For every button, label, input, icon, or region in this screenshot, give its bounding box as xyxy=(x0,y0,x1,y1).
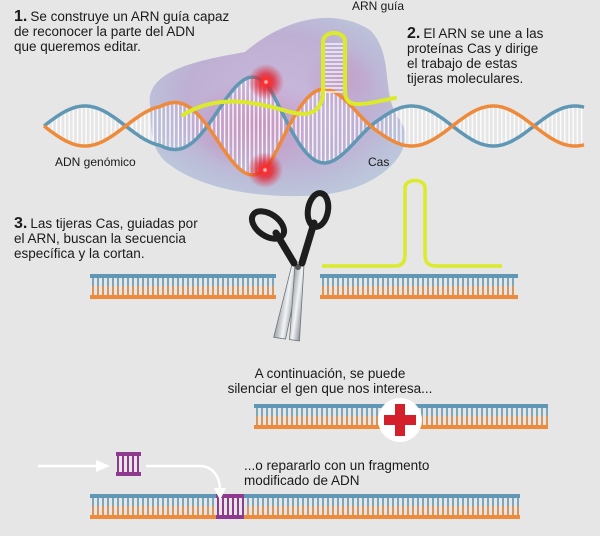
step-3-line-1: Las tijeras Cas, guiadas por xyxy=(30,216,198,231)
step-1-number: 1. xyxy=(14,8,28,25)
step-2-line-2: proteínas Cas y dirige xyxy=(407,41,539,56)
step-3-text: 3.Las tijeras Cas, guiadas por el ARN, b… xyxy=(14,215,264,262)
dna-strand-orange xyxy=(320,295,518,299)
silence-text: A continuación, se puede silenciar el ge… xyxy=(200,366,460,396)
step-2-number: 2. xyxy=(407,25,421,42)
step-3-number: 3. xyxy=(14,215,28,232)
fragment-strand xyxy=(116,452,141,456)
cut-glow-icon xyxy=(248,64,284,100)
step-1-text: 1.Se construye un ARN guía capaz de reco… xyxy=(14,8,284,55)
dna-ladder-left-cut xyxy=(90,274,276,299)
silence-line-1: A continuación, se puede xyxy=(254,366,406,381)
dna-strand-orange xyxy=(90,295,276,299)
dna-fragment-integrated xyxy=(216,494,244,519)
adn-genomico-label: ADN genómico xyxy=(55,155,136,169)
step-1-line-2: de reconocer la parte del ADN xyxy=(14,24,195,39)
repair-line-2: modificado de ADN xyxy=(244,473,360,488)
guide-rna-strand xyxy=(181,31,397,117)
dna-ladder-right-cut xyxy=(320,274,518,299)
step-1-line-1: Se construye un ARN guía capaz xyxy=(30,9,230,24)
arn-guia-label: ARN guía xyxy=(352,0,405,13)
step-2-text: 2.El ARN se une a las proteínas Cas y di… xyxy=(407,25,597,87)
dna-strand-orange xyxy=(42,87,585,177)
step-1-line-3: que queremos editar. xyxy=(14,39,141,54)
step-3-line-2: el ARN, buscan la secuencia xyxy=(14,231,186,246)
step-3-line-3: específica y la cortan. xyxy=(14,246,145,261)
step-2-line-3: el trabajo de estas xyxy=(407,56,518,71)
step-2-line-4: tijeras moleculares. xyxy=(407,71,524,86)
dna-strand-blue xyxy=(320,274,518,278)
dna-strand-blue xyxy=(90,274,276,278)
red-cross-icon xyxy=(378,398,422,442)
step-2-line-1: El ARN se une a las xyxy=(423,26,544,41)
repair-text: ...o repararlo con un fragmento modifica… xyxy=(244,458,504,488)
dna-strand-orange xyxy=(90,515,520,519)
dna-strand-blue xyxy=(42,75,585,165)
repair-line-1: ...o repararlo con un fragmento xyxy=(244,458,430,473)
guide-rna-probe xyxy=(322,178,502,268)
cut-glow-icon xyxy=(247,152,283,188)
fragment-strand xyxy=(216,515,244,519)
dna-fragment-insert xyxy=(116,452,141,476)
fragment-strand xyxy=(216,494,244,498)
scissors-icon xyxy=(248,190,332,342)
dna-strand-blue xyxy=(90,494,520,498)
cas-label: Cas xyxy=(368,155,390,169)
dna-ladder-repaired xyxy=(90,494,520,519)
fragment-strand xyxy=(116,472,141,476)
arrow-icon xyxy=(38,460,226,500)
silence-line-2: silenciar el gen que nos interesa... xyxy=(227,381,433,396)
guide-rna-hairpin xyxy=(325,43,343,93)
